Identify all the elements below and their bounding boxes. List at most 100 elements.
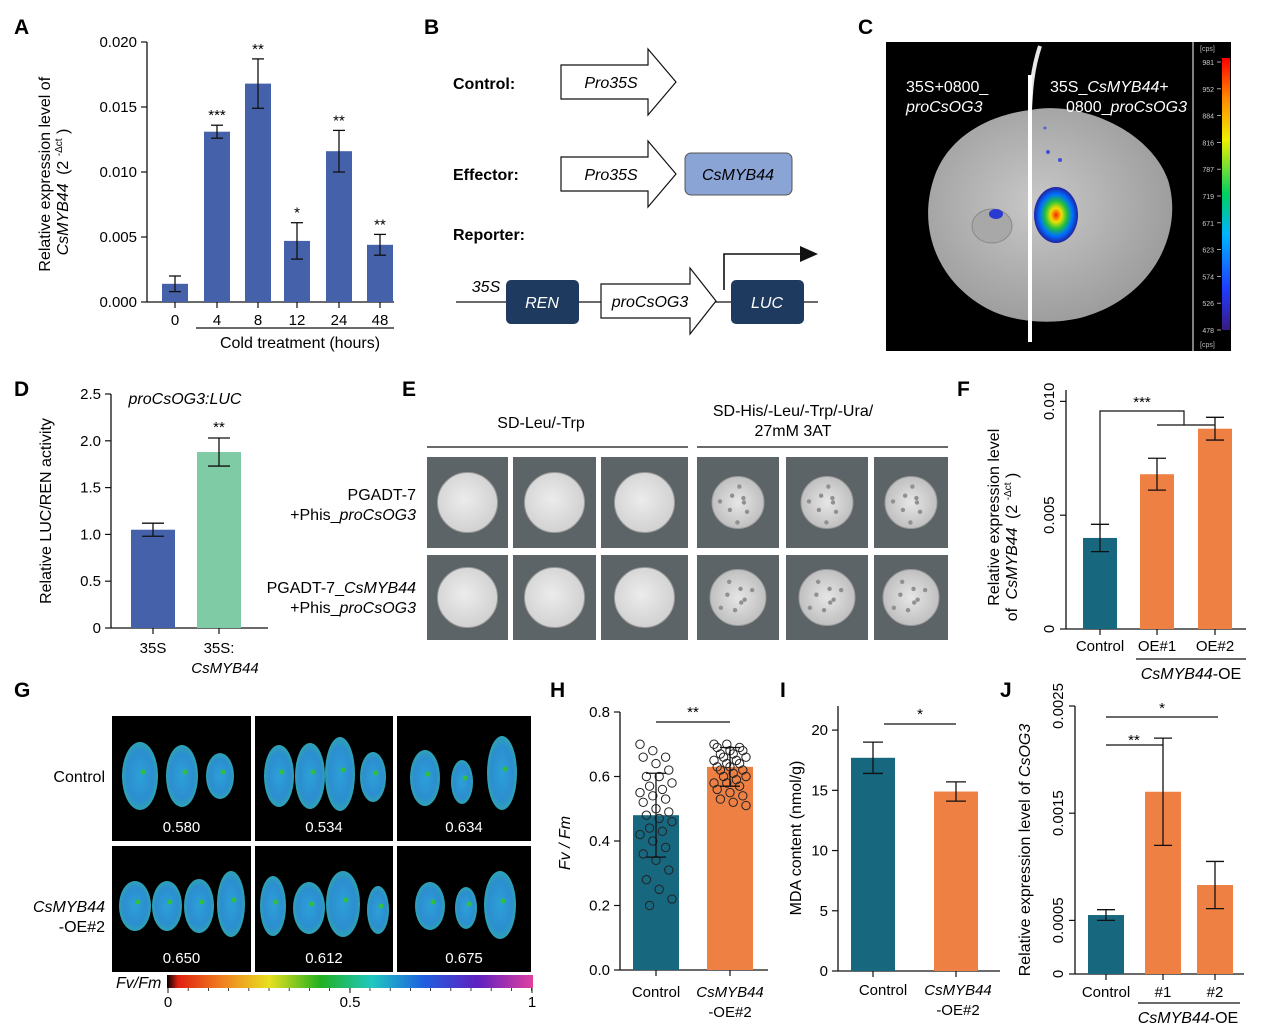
chart-i-xtick-label-1: CsMYB44 xyxy=(924,982,992,999)
chart-h-point-0-29 xyxy=(654,884,664,895)
panel-letter-j: J xyxy=(1000,679,1012,702)
chart-h-point-1-26 xyxy=(725,787,735,798)
chart-a-xtick-label-2: 8 xyxy=(254,312,262,329)
ren-label: REN xyxy=(525,295,559,312)
e-colony-texture-1-3-6 xyxy=(749,587,755,593)
e-colony-texture-0-4-4 xyxy=(806,499,812,504)
e-colony-0-4 xyxy=(800,476,854,529)
chart-f-ylabel-unit: (2 xyxy=(1004,505,1021,519)
c-scale-top: [cps] xyxy=(1200,46,1215,53)
e-colony-texture-1-4-2 xyxy=(807,605,813,611)
chart-f-ylabel-gene: CsMYB44 xyxy=(1004,527,1021,599)
chart-f-xtick-label-2: OE#2 xyxy=(1196,638,1234,655)
chart-h-point-0-4 xyxy=(651,758,661,769)
g-leaf-spot-0-1-2 xyxy=(340,767,346,773)
chart-f-group-label: CsMYB44-OE xyxy=(1141,666,1241,683)
chart-f-ylabel-line1: Relative expression level xyxy=(986,429,1003,606)
g-value-1-1: 0.612 xyxy=(305,950,343,967)
g-scale-tick-label-2: 1 xyxy=(528,994,536,1011)
chart-a-xtick-label-5: 48 xyxy=(372,312,389,329)
c-scale-tick-label-3: 816 xyxy=(1202,140,1214,147)
panel-letter-f: F xyxy=(957,378,970,401)
e-row1-line2: +Phis_proCsOG3 xyxy=(290,507,416,524)
chart-f-ytick-label-0: 0 xyxy=(1041,625,1058,633)
g-leaf-1-0-1 xyxy=(152,881,182,931)
luc-speck-3 xyxy=(1043,126,1047,130)
e-colony-texture-0-3-5 xyxy=(729,493,735,498)
chart-h-point-0-16 xyxy=(664,807,674,817)
panel-letter-i: I xyxy=(780,679,786,702)
chart-d-bar-0 xyxy=(131,529,175,628)
procsog3-arrow xyxy=(600,266,717,336)
chart-h-point-0-13 xyxy=(660,794,671,804)
chart-a-sig-4: ** xyxy=(333,112,345,129)
chart-j-bar-0 xyxy=(1088,915,1124,974)
g-value-1-2: 0.675 xyxy=(445,950,483,967)
chart-h-bar-1 xyxy=(707,766,753,970)
chart-h-xtick-sublabel-1: -OE#2 xyxy=(708,1004,751,1021)
chart-f-ylabel-sup: -Δct xyxy=(1003,482,1014,500)
c-scale-tick-label-8: 574 xyxy=(1202,274,1214,281)
e-colony-texture-0-3-7 xyxy=(741,495,746,501)
g-leaf-0-0-2 xyxy=(206,753,234,799)
chart-h-point-0-8 xyxy=(667,778,677,788)
panel-letter-d: D xyxy=(14,378,29,401)
e-colony-1-1 xyxy=(524,567,585,628)
chart-a-ylabel-close: ) xyxy=(55,129,72,134)
c-scale-tick-label-2: 884 xyxy=(1202,114,1214,121)
c-scale-tick-label-7: 623 xyxy=(1202,248,1214,255)
g-value-0-2: 0.634 xyxy=(445,819,483,836)
g-value-1-0: 0.650 xyxy=(163,950,201,967)
e-colony-0-5 xyxy=(884,476,938,529)
g-scale-tick-label-1: 0.5 xyxy=(340,994,361,1011)
chart-j: CsMYB44-OE Relative expression level of … xyxy=(1017,683,1244,1027)
chart-a-bar-1 xyxy=(204,131,230,302)
chart-h-point-0-3 xyxy=(638,752,648,762)
e-colony-texture-1-5-4 xyxy=(899,579,905,585)
chart-h-point-0-6 xyxy=(641,771,652,782)
chart-i-bar-0 xyxy=(851,757,895,971)
g-leaf-0-1-0 xyxy=(264,745,294,807)
chart-j-xtick-label-0: Control xyxy=(1082,984,1130,1001)
g-leaf-spot-0-0-0 xyxy=(140,769,146,775)
chart-d-ylabel: Relative LUC/REN activity xyxy=(38,418,55,604)
chart-h-point-0-27 xyxy=(664,865,674,875)
panel-letter-a: A xyxy=(14,16,29,39)
chart-h-point-0-5 xyxy=(664,765,674,775)
chart-a-ytick-label-4: 0.020 xyxy=(99,34,137,51)
chart-h-point-0-19 xyxy=(667,816,677,827)
g-leaf-spot-1-0-1 xyxy=(167,899,173,905)
g-leaf-1-0-0 xyxy=(119,881,151,931)
g-leaf-1-1-0 xyxy=(260,876,286,936)
e-colony-texture-0-4-7 xyxy=(830,495,835,501)
g-leaf-spot-0-1-0 xyxy=(279,769,285,775)
chart-h-point-1-0 xyxy=(709,739,719,749)
g-leaf-spot-0-2-1 xyxy=(462,775,468,781)
chart-f-xtick-label-0: Control xyxy=(1076,638,1124,655)
chart-h-point-0-24 xyxy=(660,842,671,853)
g-leaf-0-1-1 xyxy=(295,743,325,809)
transcription-start-arrow xyxy=(723,253,806,290)
chart-a-xtick-label-3: 12 xyxy=(289,312,306,329)
c-left-label-line1: 35S+0800_ xyxy=(906,79,989,96)
g-leaf-1-2-2 xyxy=(484,871,516,939)
e-colony-texture-0-3-2 xyxy=(735,520,740,525)
g-leaf-spot-1-1-0 xyxy=(273,899,279,905)
chart-d-ytick-label-1: 0.5 xyxy=(80,573,101,590)
e-colony-texture-1-3-0 xyxy=(739,600,744,605)
panel-letter-e: E xyxy=(402,378,416,401)
chart-h-point-0-21 xyxy=(657,826,668,837)
e-colony-texture-0-4-5 xyxy=(818,493,824,498)
chart-j-ytick-label-2: 0.0015 xyxy=(1050,790,1067,836)
e-header-left: SD-Leu/-Trp xyxy=(497,415,585,432)
g-leaf-spot-1-0-0 xyxy=(135,899,141,905)
transcription-arrowhead-icon xyxy=(800,246,818,262)
chart-f-sig-bracket xyxy=(1099,410,1185,530)
control-promoter-arrow xyxy=(560,47,677,117)
chart-h-point-0-14 xyxy=(638,797,648,807)
chart-f-sig: *** xyxy=(1133,394,1151,411)
chart-f-xtick-label-1: OE#1 xyxy=(1138,638,1176,655)
